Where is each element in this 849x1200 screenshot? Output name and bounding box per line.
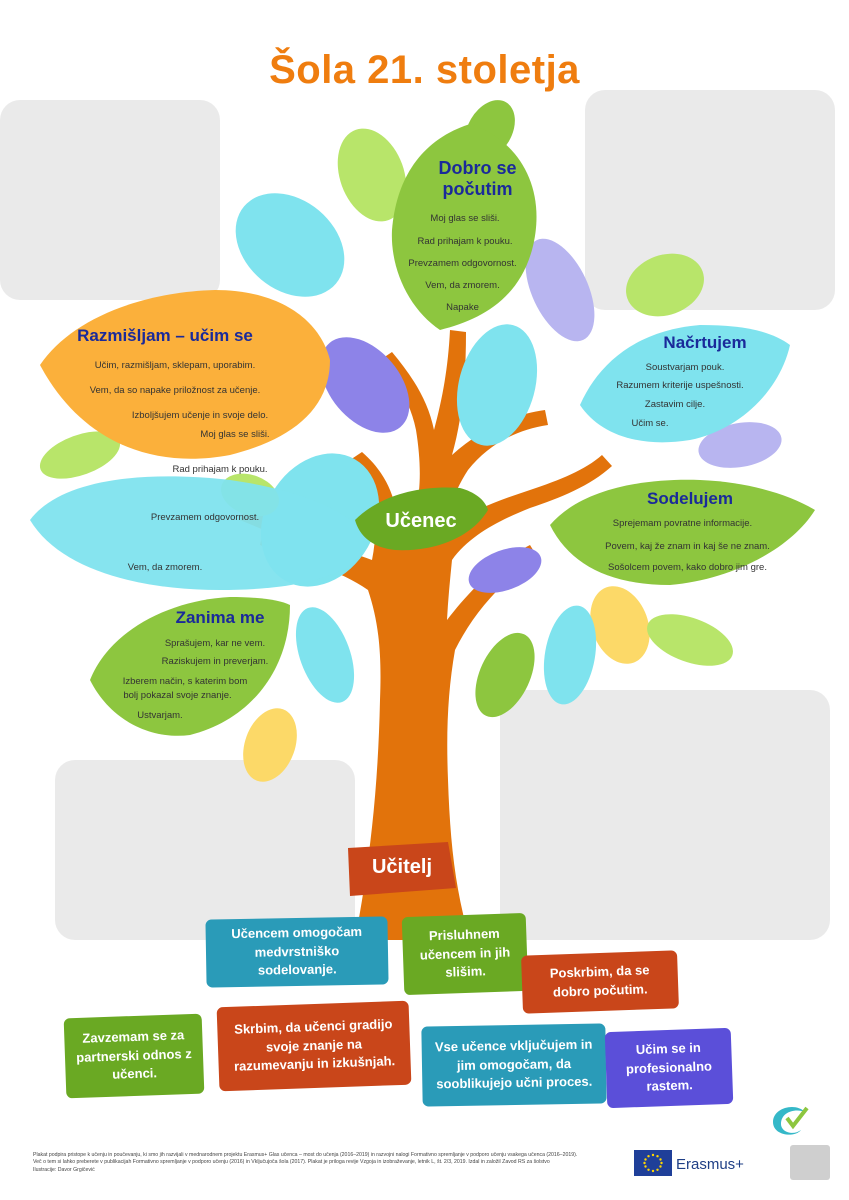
footer-line: Več o tem si lahko preberete v publikaci…	[33, 1159, 550, 1166]
leaf-line: Rad prihajam k pouku.	[417, 236, 513, 247]
leaf-line: Soustvarjam pouk.	[645, 362, 725, 373]
leaf-line: Sprašujem, kar ne vem.	[164, 638, 266, 649]
teacher-statement-box: Zavzemam se za partnerski odnos z učenci…	[63, 1013, 205, 1099]
eu-flag-icon	[634, 1150, 672, 1176]
leaf-line: Moj glas se sliši.	[200, 429, 270, 440]
teacher-statement-box: Učim se in profesionalno rastem.	[604, 1027, 734, 1109]
leaf-line: Izboljšujem učenje in svoje delo.	[131, 410, 269, 421]
leaf-line: Vem, da zmorem.	[127, 562, 203, 573]
leaf-title-razmisljam: Razmišljam – učim se	[77, 326, 253, 345]
teacher-statement-box: Poskrbim, da se dobro počutim.	[521, 950, 679, 1014]
leaf-title-sodelujem: Sodelujem	[647, 489, 733, 508]
teacher-statement-box: Vse učence vključujem in jim omogočam, d…	[421, 1023, 607, 1107]
ucitelj-label: Učitelj	[371, 856, 433, 878]
footer-line: Ilustracije: Davor Grgičević	[33, 1166, 95, 1173]
footer-text: Plakat podpira pristope k učenju in pouč…	[33, 1152, 593, 1174]
leaf-line: Sprejemam povratne informacije.	[612, 518, 753, 529]
ucenec-label: Učenec	[385, 510, 457, 532]
leaf-line: Prevzamem odgovornost.	[408, 258, 517, 269]
leaf-line: Učim, razmišljam, sklepam, uporabim.	[94, 360, 256, 371]
leaf-line: Sošolcem povem, kako dobro jim gre.	[608, 562, 767, 573]
leaf-title-zanima: Zanima me	[175, 608, 265, 627]
teacher-statement-box: Učencem omogočam medvrstniško sodelovanj…	[205, 916, 389, 988]
teacher-statement-box: Skrbim, da učenci gradijo svoje znanje n…	[216, 1000, 412, 1092]
leaf-line: Zastavim cilje.	[644, 399, 706, 410]
leaf-line: Povem, kaj že znam in kaj še ne znam.	[605, 541, 770, 552]
page-title: Šola 21. stoletja	[269, 48, 580, 92]
erasmus-logo-text: Erasmus+	[676, 1156, 744, 1173]
teacher-statement-box: Prisluhnem učencem in jih slišim.	[401, 912, 529, 996]
leaf-line: Napake	[446, 302, 479, 313]
leaf-title-nacrtujem: Načrtujem	[663, 333, 747, 352]
leaf-line: Moj glas se sliši.	[430, 213, 500, 224]
leaf-line: Učim se.	[631, 418, 669, 429]
leaf-line: Razumem kriterije uspešnosti.	[616, 380, 744, 391]
leaf-line: Ustvarjam.	[137, 710, 183, 721]
leaf-line: Prevzamem odgovornost.	[150, 512, 260, 523]
leaf-line: Rad prihajam k pouku.	[172, 464, 268, 475]
leaf-line: Vem, da so napake priložnost za učenje.	[89, 385, 261, 396]
leaf-line: bolj pokazal svoje znanje.	[123, 690, 232, 701]
leaf-line: Raziskujem in preverjam.	[161, 656, 269, 667]
footer-line: Plakat podpira pristope k učenju in pouč…	[33, 1152, 578, 1158]
leaf-line: Vem, da zmorem.	[425, 280, 500, 291]
blurred-code-image	[790, 1145, 830, 1180]
leaf-line: Izberem način, s katerim bom	[122, 676, 248, 687]
institution-logo-icon	[773, 1106, 809, 1135]
leaf-title-dobro: Dobro se počutim	[438, 158, 517, 199]
